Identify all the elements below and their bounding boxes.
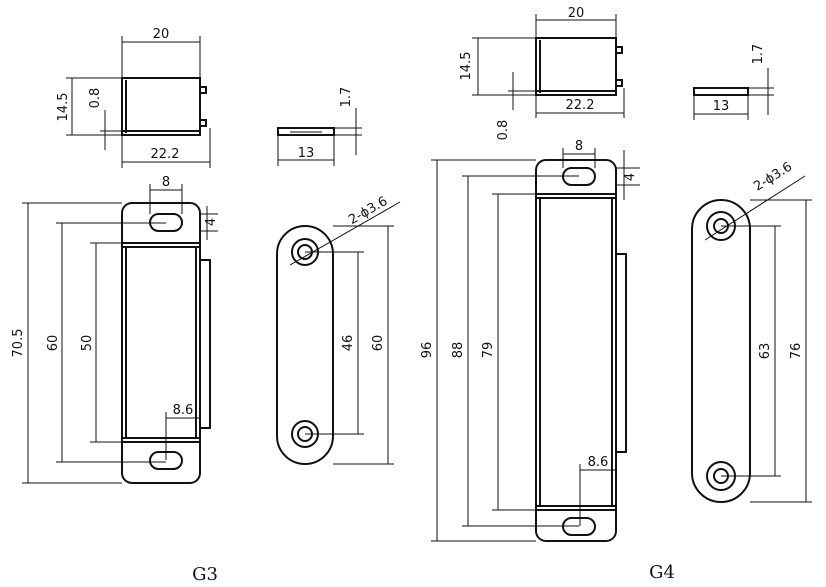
g4-total-length-label: 96 xyxy=(420,342,435,359)
g3-top-terminal xyxy=(199,86,207,94)
g3-top-body xyxy=(121,77,201,136)
g4-strike-length-label: 76 xyxy=(789,343,804,360)
g4-body-length-label: 79 xyxy=(481,342,496,359)
g3-bottom-offset-label: 8.6 xyxy=(173,403,194,418)
g3-top-width-label: 20 xyxy=(153,27,170,42)
g3-strike-plate: 2-ϕ3.6 46 60 xyxy=(276,194,401,465)
g3-side-view: 13 1.7 xyxy=(277,87,362,166)
g4-top-terminal xyxy=(615,46,623,54)
g4-magnet-rib xyxy=(615,253,627,453)
g4-top-base-label: 22.2 xyxy=(566,98,595,113)
g3-strike-length-label: 60 xyxy=(371,335,386,352)
g4-top-terminal xyxy=(615,79,623,87)
g4-strike-outline xyxy=(691,199,751,503)
g3-top-height-label: 14.5 xyxy=(56,93,71,122)
g4-side-plate xyxy=(693,87,749,96)
g3-hole-height-label: 4 xyxy=(204,218,219,226)
g4-side-view: 13 1.7 xyxy=(693,44,774,120)
g3-top-view: 20 22.2 14.5 0.8 xyxy=(56,27,211,168)
g3-side-plate xyxy=(277,127,335,136)
g4-top-width-label: 20 xyxy=(568,6,585,21)
g4-hole-height-label: 4 xyxy=(623,173,638,181)
g3-top-base-label: 22.2 xyxy=(151,147,180,162)
g4-caption: G4 xyxy=(649,562,675,583)
g4-bottom-offset-label: 8.6 xyxy=(588,455,609,470)
g4-magnet-body xyxy=(535,159,617,542)
g3-side-height-label: 1.7 xyxy=(339,87,354,108)
g3-magnet-rib xyxy=(199,259,211,429)
g3-caption: G3 xyxy=(192,564,218,585)
g3-strike-outline xyxy=(276,225,334,465)
g4-side-height-label: 1.7 xyxy=(751,44,766,65)
g3-hole-width-label: 8 xyxy=(162,175,170,190)
g4-hole-spacing-label: 88 xyxy=(451,342,466,359)
g3-top-terminal xyxy=(199,119,207,127)
g4-top-height-label: 14.5 xyxy=(459,52,474,81)
g3-strike-hole-spacing-label: 46 xyxy=(341,335,356,352)
g4-top-thickness-label: 0.8 xyxy=(496,120,511,141)
g3-total-length-label: 70.5 xyxy=(11,329,26,358)
g4-strike-hole-spacing-label: 63 xyxy=(758,343,773,360)
g3-hole-spacing-label: 60 xyxy=(46,335,61,352)
g4-front-view: 8 4 8.6 96 88 79 xyxy=(420,139,640,542)
g3-side-width-label: 13 xyxy=(298,146,315,161)
g3-body-length-label: 50 xyxy=(80,335,95,352)
g4-hole-callout: 2-ϕ3.6 xyxy=(751,159,795,194)
g3-top-thickness-label: 0.8 xyxy=(88,88,103,109)
g4-strike-plate: 2-ϕ3.6 63 76 xyxy=(691,159,812,503)
g4-top-view: 20 22.2 14.5 0.8 xyxy=(459,6,625,141)
g3-front-view: 8 4 8.6 70.5 60 50 xyxy=(11,175,219,484)
g4-top-body xyxy=(535,37,617,96)
g4-hole-width-label: 8 xyxy=(575,139,583,154)
g4-side-width-label: 13 xyxy=(713,99,730,114)
